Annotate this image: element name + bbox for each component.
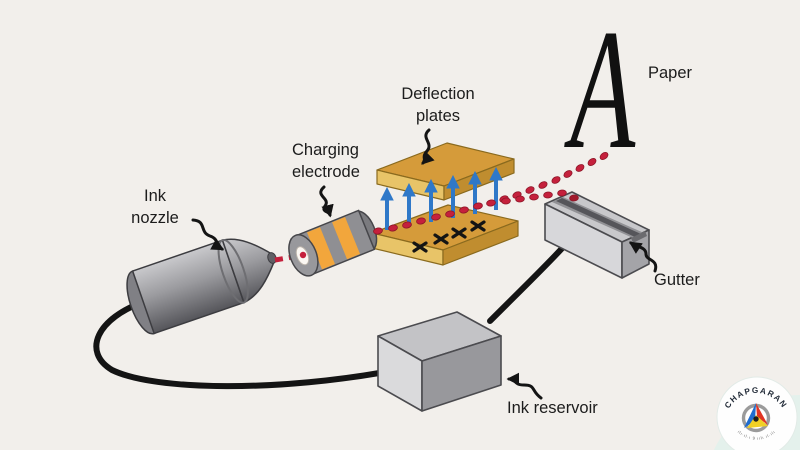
ink-nozzle [126, 238, 277, 335]
pointer-arrow-ink-reservoir [506, 372, 543, 400]
ink-droplet [563, 170, 573, 178]
ink-droplet [587, 158, 597, 166]
ink-droplet [299, 251, 307, 259]
ink-droplet [473, 202, 483, 210]
label-ink-reservoir: Ink reservoir [507, 399, 598, 417]
ink-droplet [445, 210, 455, 218]
pointer-arrows [191, 128, 658, 400]
watermark-logo: CHAPGARAN ılı·ıl·ı 9 ıılı ıl·ılı [713, 376, 800, 450]
deflection-plate-top [376, 142, 515, 201]
printed-letter-a: A [570, 0, 636, 185]
electric-field-arrows [380, 166, 503, 230]
droplet-stream-main [373, 199, 496, 235]
ink-return-tube [487, 241, 569, 324]
ink-droplet [529, 193, 539, 201]
x-charge-mark [433, 233, 449, 245]
ink-droplet [416, 217, 426, 225]
x-charge-mark [412, 241, 428, 253]
logo-triangle-yellow [747, 415, 768, 428]
ink-droplet [402, 221, 412, 229]
ink-supply-tube [93, 298, 399, 390]
deflection-plate-bottom [371, 204, 519, 266]
nozzle-tip [267, 252, 277, 264]
ink-droplet [431, 213, 441, 221]
ink-reservoir [377, 311, 502, 412]
charging-electrode [288, 209, 378, 277]
plate-right-face [442, 220, 519, 266]
ink-droplet [557, 189, 567, 197]
electrode-band [332, 216, 361, 260]
x-charge-mark [470, 220, 486, 232]
ink-droplet [486, 199, 496, 207]
ink-droplet [388, 224, 398, 232]
electrode-band [307, 227, 336, 270]
ink-droplet [599, 152, 609, 160]
droplet-stream-deflected [499, 152, 609, 203]
label-gutter: Gutter [654, 271, 700, 289]
pointer-arrow-charging-electrode [319, 185, 334, 218]
logo-center-dot [753, 416, 759, 422]
ink-droplet [551, 176, 561, 184]
ink-droplet [515, 195, 525, 203]
ink-droplet [575, 164, 585, 172]
logo-triangle-red [756, 403, 768, 425]
charge-x-marks [412, 220, 486, 253]
label-ink-nozzle: Ink nozzle [131, 187, 179, 227]
ink-droplet [569, 194, 579, 202]
ink-droplet [459, 206, 469, 214]
ink-droplet [543, 191, 553, 199]
pointer-arrow-gutter [628, 241, 658, 273]
ink-droplet [525, 186, 535, 194]
label-paper: Paper [648, 64, 693, 82]
ink-droplet [373, 227, 383, 235]
x-charge-mark [451, 227, 467, 239]
gutter [544, 191, 650, 279]
ink-droplet [538, 181, 548, 189]
label-charging-electrode: Charging electrode [292, 141, 360, 181]
gutter-groove-notch [631, 231, 647, 243]
reservoir-right-face [421, 335, 502, 412]
pointer-arrow-ink-nozzle [191, 218, 225, 251]
droplet-stream-gutter [501, 189, 579, 205]
ink-droplet [501, 197, 511, 205]
gutter-groove-slot [556, 198, 641, 237]
pointer-arrow-deflection-plates [421, 128, 435, 165]
label-deflection-plates: Deflection plates [401, 85, 475, 125]
